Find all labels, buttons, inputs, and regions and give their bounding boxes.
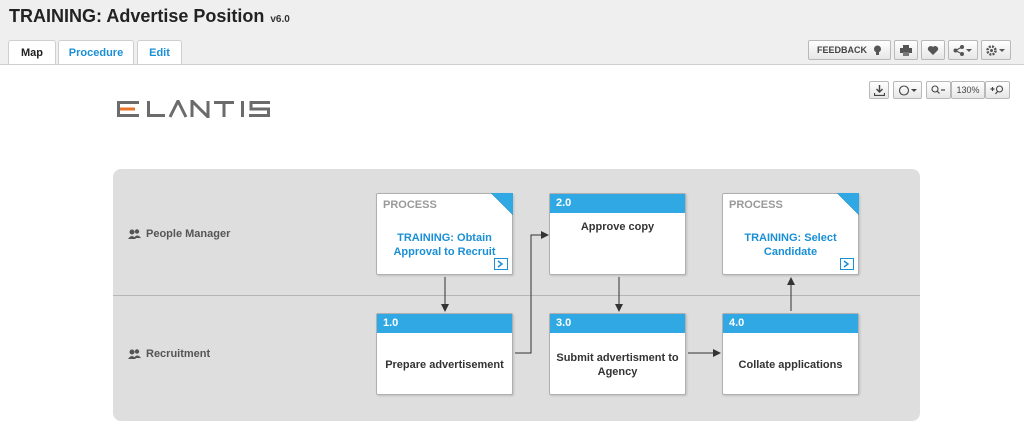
feedback-button[interactable]: FEEDBACK — [808, 40, 891, 60]
activity-number: 3.0 — [550, 314, 685, 333]
activity-prepare-advertisement[interactable]: 1.0 Prepare advertisement — [376, 313, 513, 395]
zoom-in-icon — [990, 84, 1004, 94]
download-icon — [873, 84, 885, 96]
gear-icon — [986, 44, 1005, 56]
activity-number: 4.0 — [723, 314, 858, 333]
share-icon — [953, 44, 972, 56]
zoom-in-button[interactable] — [985, 81, 1010, 99]
tab-map[interactable]: Map — [8, 40, 56, 65]
heart-icon — [927, 45, 939, 55]
process-title: TRAINING: Obtain Approval to Recruit — [393, 232, 496, 258]
tab-map-label: Map — [21, 47, 43, 59]
page-fold-icon — [837, 193, 859, 215]
link-out-icon[interactable] — [494, 258, 508, 270]
process-title: TRAINING: Select Candidate — [744, 232, 837, 258]
users-icon — [128, 229, 141, 239]
feedback-label: FEEDBACK — [816, 45, 867, 55]
tab-procedure-label: Procedure — [68, 46, 124, 59]
activity-collate-applications[interactable]: 4.0 Collate applications — [722, 313, 859, 395]
print-button[interactable] — [894, 40, 918, 60]
zoom-out-icon — [931, 85, 945, 94]
activity-number: 1.0 — [377, 314, 512, 333]
users-icon — [128, 349, 141, 359]
lane-people-manager: People Manager — [128, 228, 230, 240]
tab-edit-label: Edit — [149, 46, 170, 59]
zoom-level-text: 130% — [956, 85, 980, 95]
process-obtain-approval[interactable]: PROCESS TRAINING: Obtain Approval to Rec… — [376, 193, 513, 275]
activity-title: Prepare advertisement — [385, 359, 504, 371]
zoom-level[interactable]: 130% — [951, 81, 985, 99]
page-title: TRAINING: Advertise Position v6.0 — [9, 6, 290, 27]
page-title-text: TRAINING: Advertise Position — [9, 6, 265, 26]
activity-title: Approve copy — [580, 220, 655, 233]
activity-submit-advertisment[interactable]: 3.0 Submit advertisment to Agency — [549, 313, 686, 395]
activity-approve-copy[interactable]: 2.0 Approve copy — [549, 193, 686, 275]
lane-divider — [113, 295, 920, 296]
lane-people-manager-label: People Manager — [146, 228, 231, 240]
share-button[interactable] — [948, 40, 978, 60]
favorite-button[interactable] — [921, 40, 945, 60]
process-label: PROCESS — [383, 199, 437, 211]
page-fold-icon — [491, 193, 513, 215]
header-divider — [0, 64, 1024, 65]
print-icon — [900, 44, 912, 56]
elantis-logo — [117, 97, 272, 123]
activity-number: 2.0 — [550, 194, 685, 213]
tab-procedure[interactable]: Procedure — [58, 40, 134, 64]
shape-dropdown[interactable] — [893, 81, 922, 99]
lane-recruitment-label: Recruitment — [146, 348, 211, 360]
activity-title: Collate applications — [738, 359, 843, 371]
process-label: PROCESS — [729, 199, 783, 211]
zoom-out-button[interactable] — [926, 81, 951, 99]
tab-edit[interactable]: Edit — [137, 40, 182, 64]
settings-button[interactable] — [981, 40, 1011, 60]
activity-title: Submit advertisment to Agency — [556, 352, 679, 378]
process-select-candidate[interactable]: PROCESS TRAINING: Select Candidate — [722, 193, 859, 275]
lightbulb-icon — [874, 45, 881, 55]
circle-icon — [898, 84, 917, 96]
link-out-icon[interactable] — [840, 258, 854, 270]
lane-recruitment: Recruitment — [128, 348, 210, 360]
version-label: v6.0 — [270, 14, 290, 25]
download-button[interactable] — [869, 81, 889, 99]
